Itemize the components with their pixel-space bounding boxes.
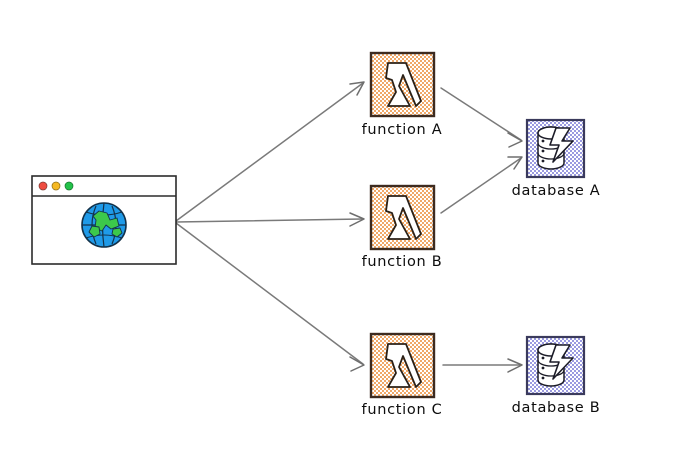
- edge-function-c-to-database-b: [442, 358, 523, 373]
- lambda-function-a-node[interactable]: [369, 51, 436, 118]
- edge-browser-to-function-c: [175, 222, 365, 372]
- database-b-node[interactable]: [525, 335, 586, 396]
- browser-maximize-dot: [64, 181, 74, 191]
- label-database-a: database A: [511, 183, 601, 199]
- label-database-b: database B: [511, 400, 601, 416]
- browser-minimize-dot: [51, 181, 61, 191]
- label-function-a: function A: [361, 122, 443, 138]
- database-icon: [537, 343, 574, 387]
- lambda-function-b-node[interactable]: [369, 184, 436, 251]
- globe-icon: [81, 202, 127, 248]
- database-icon: [537, 126, 574, 170]
- database-a-node[interactable]: [525, 118, 586, 179]
- edge-function-a-to-database-a: [440, 87, 523, 148]
- browser-window-node[interactable]: [31, 175, 177, 265]
- lambda-function-c-node[interactable]: [369, 332, 436, 399]
- edge-browser-to-function-a: [175, 81, 365, 222]
- edge-browser-to-function-b: [175, 212, 365, 227]
- browser-close-dot: [38, 181, 48, 191]
- edge-function-b-to-database-a: [440, 156, 523, 214]
- label-function-c: function C: [361, 402, 443, 418]
- label-function-b: function B: [361, 254, 443, 270]
